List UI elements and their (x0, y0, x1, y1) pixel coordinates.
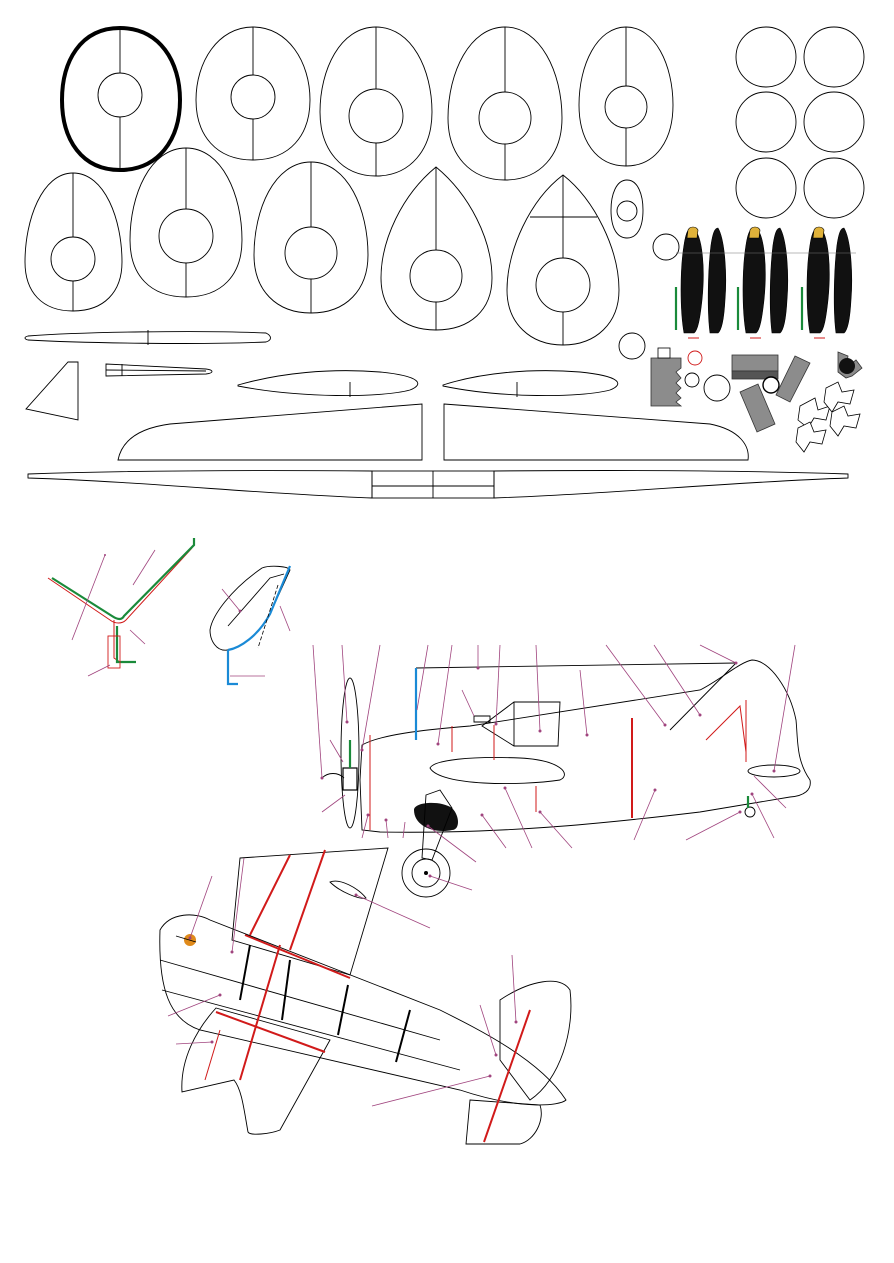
side-view-assembly (312, 644, 811, 898)
former-1 (59, 25, 183, 173)
top-perspective-assembly (159, 847, 572, 1145)
side-view-leaders (312, 644, 796, 891)
wheel-discs (618, 26, 865, 402)
former-7 (129, 147, 243, 298)
former-10 (506, 174, 620, 346)
propeller-set (674, 226, 856, 339)
wing-parts (24, 330, 849, 499)
landing-gear-detail-2 (209, 565, 292, 686)
former-6 (24, 172, 123, 312)
former-9 (380, 166, 493, 331)
former-3 (319, 26, 433, 177)
landing-gear-detail-1 (47, 538, 196, 677)
former-set (24, 25, 674, 346)
former-11 (610, 179, 644, 239)
propeller-3 (800, 226, 853, 339)
former-5 (578, 26, 674, 167)
propeller-2 (736, 226, 789, 339)
propeller-1 (674, 226, 727, 339)
former-2 (195, 26, 311, 161)
former-4 (447, 26, 563, 181)
former-8 (253, 161, 369, 314)
small-parts (650, 347, 863, 453)
